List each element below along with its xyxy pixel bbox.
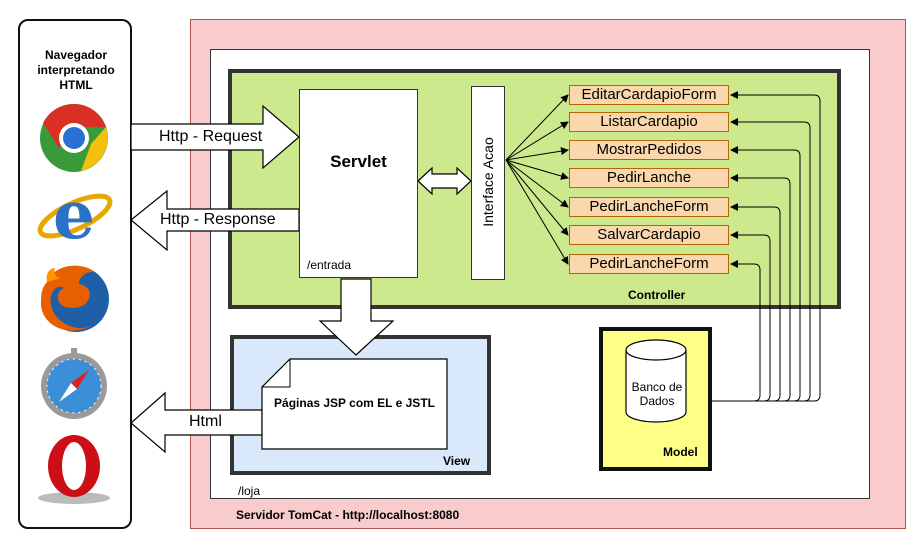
- html-label: Html: [189, 413, 222, 430]
- database-cylinder: [625, 339, 687, 423]
- servlet-to-view-arrow: [318, 278, 395, 356]
- action-box: PedirLancheForm: [569, 197, 729, 217]
- servlet-path: /entrada: [307, 258, 352, 272]
- servlet-title: Servlet: [330, 152, 387, 171]
- view-label: View: [443, 454, 471, 468]
- action-box: PedirLancheForm: [569, 254, 729, 274]
- database-label: Banco de Dados: [626, 380, 688, 408]
- browser-title-line-3: HTML: [59, 78, 93, 92]
- controller-label: Controller: [628, 288, 686, 302]
- model-label: Model: [663, 445, 698, 459]
- internet-explorer-icon: e: [37, 180, 113, 254]
- model-to-action-connectors: [712, 91, 821, 402]
- http-request-label: Http - Request: [159, 128, 263, 145]
- action-box: ListarCardapio: [569, 112, 729, 132]
- interface-to-action-arrows: [505, 94, 569, 265]
- browser-title-line-2: interpretando: [37, 63, 115, 77]
- action-box: EditarCardapioForm: [569, 85, 729, 105]
- database-label-line-1: Banco de: [631, 380, 683, 394]
- browser-title-line-1: Navegador: [44, 48, 108, 62]
- browser-title: Navegador interpretando HTML: [26, 48, 126, 93]
- action-box: PedirLanche: [569, 168, 729, 188]
- http-request-arrow: [130, 104, 300, 170]
- chrome-icon: [40, 103, 108, 172]
- safari-icon: [41, 348, 107, 419]
- servlet-box: [299, 89, 418, 278]
- svg-text:e: e: [53, 180, 95, 254]
- http-response-label: Http - Response: [160, 211, 276, 228]
- database-label-line-2: Dados: [639, 394, 675, 408]
- action-box: SalvarCardapio: [569, 225, 729, 245]
- jsp-page-shape: [261, 358, 448, 450]
- server-label: Servidor TomCat - http://localhost:8080: [236, 508, 460, 522]
- html-response-arrow: [130, 391, 263, 454]
- http-response-arrow: [130, 189, 300, 252]
- interface-acao-label: Interface Acao: [480, 137, 496, 227]
- app-context-label: /loja: [238, 484, 261, 498]
- jsp-pages-label: Páginas JSP com EL e JSTL: [274, 396, 435, 410]
- firefox-icon: [40, 265, 109, 332]
- action-box: MostrarPedidos: [569, 140, 729, 160]
- opera-icon: [38, 435, 110, 504]
- interface-acao-box: [471, 86, 505, 280]
- servlet-interface-double-arrow: [417, 166, 472, 196]
